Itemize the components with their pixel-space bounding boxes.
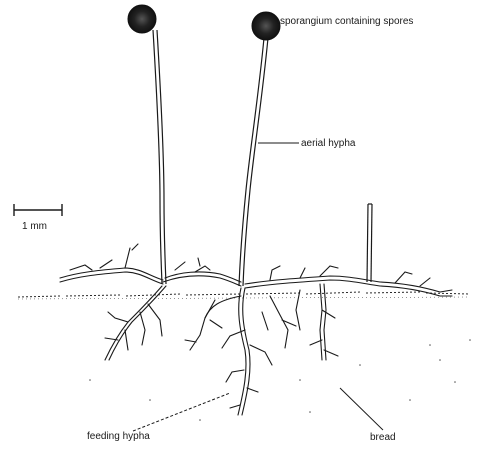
sporangium-label: sporangium containing spores	[280, 17, 413, 27]
sporangium-left	[128, 5, 156, 33]
leader-bread	[340, 388, 383, 430]
leader-lines	[133, 22, 383, 431]
aerial-hypha-label: aerial hypha	[301, 139, 355, 149]
scale-label: 1 mm	[22, 222, 47, 232]
young-hypha	[367, 204, 372, 282]
aerial-hypha-right	[239, 38, 268, 286]
leader-feeding-hypha	[133, 393, 230, 431]
feeding-hypha-label: feeding hypha	[87, 432, 150, 442]
rhizoids	[105, 284, 338, 415]
aerial-hypha-left	[153, 30, 166, 284]
scale-bar	[14, 204, 62, 216]
bread-texture	[89, 339, 471, 421]
sporangium-right	[252, 12, 280, 40]
stolons	[60, 244, 452, 296]
bread-label: bread	[370, 433, 396, 443]
